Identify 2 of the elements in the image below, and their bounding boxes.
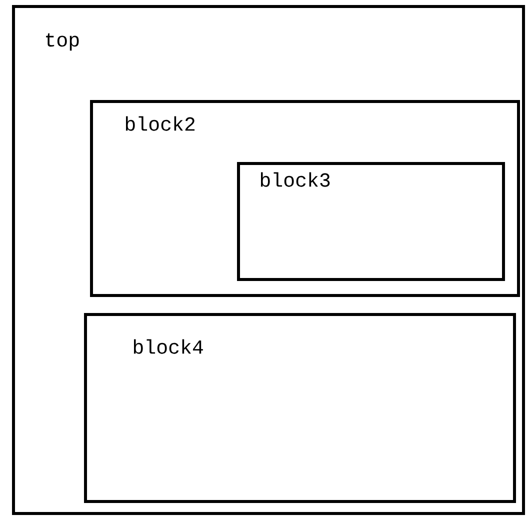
block-box: block3 [237, 162, 505, 281]
block-box: block4 [84, 313, 516, 503]
